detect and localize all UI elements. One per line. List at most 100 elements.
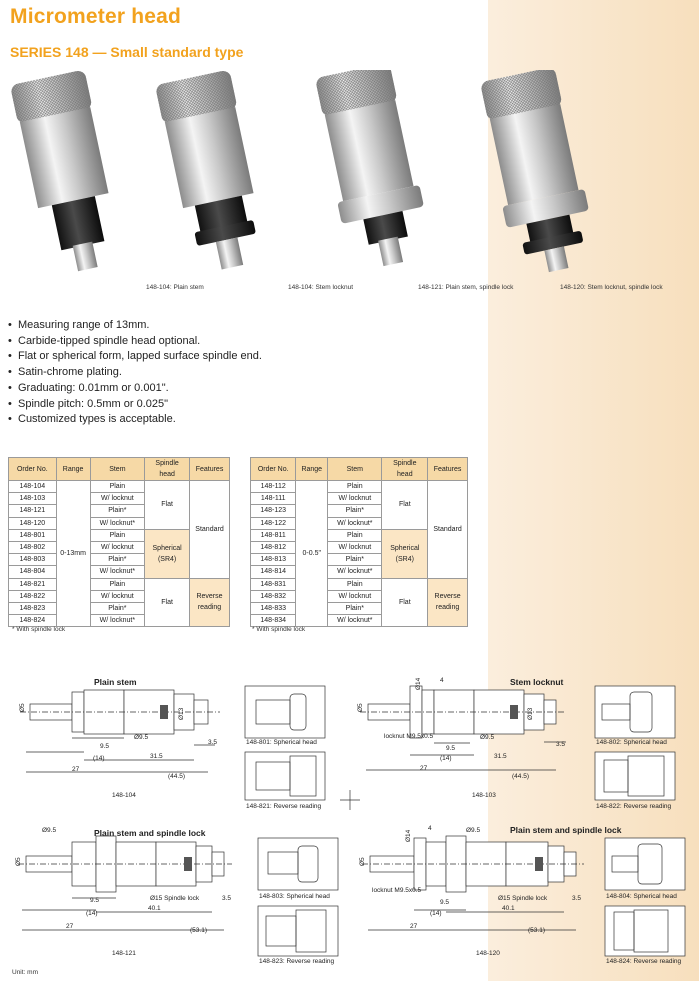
drawing-model: 148-120 bbox=[476, 950, 500, 957]
dim-text: 27 bbox=[66, 923, 74, 930]
micrometer-photo-3 bbox=[316, 70, 424, 267]
dim-text: Ø5 bbox=[19, 703, 26, 712]
feature-item: Flat or spherical form, lapped surface s… bbox=[8, 349, 262, 365]
dim-text: (53.1) bbox=[190, 927, 207, 934]
variant-823-reverse bbox=[257, 905, 339, 957]
dim-text: Ø14 bbox=[405, 829, 412, 842]
micrometer-photo-1 bbox=[11, 70, 109, 272]
header-stem: Stem bbox=[327, 457, 383, 481]
drawing-title-plain-stem-lock: Plain stem and spindle lock bbox=[94, 828, 206, 838]
variant-caption: 148-801: Spherical head bbox=[246, 739, 317, 746]
photo-caption-4: 148-120: Stem locknut, spindle lock bbox=[560, 284, 663, 291]
header-features: Features bbox=[427, 457, 468, 481]
dim-text: (14) bbox=[430, 910, 442, 917]
dim-text: Ø5 bbox=[359, 857, 366, 866]
dim-text: Ø13 bbox=[178, 707, 185, 720]
header-range: Range bbox=[55, 457, 91, 481]
dim-text: 40.1 bbox=[148, 905, 161, 912]
dim-text: 4 bbox=[428, 825, 432, 832]
variant-caption: 148-802: Spherical head bbox=[596, 739, 667, 746]
header-head: Spindle head bbox=[144, 457, 191, 481]
header-range: Range bbox=[295, 457, 329, 481]
drawing-plain-stem-lock bbox=[18, 835, 232, 931]
header-head: Spindle head bbox=[381, 457, 429, 481]
feature-item: Customized types is acceptable. bbox=[8, 412, 262, 428]
dim-text: 3.5 bbox=[572, 895, 581, 902]
variant-824-reverse bbox=[604, 905, 686, 957]
feature-item: Measuring range of 13mm. bbox=[8, 318, 262, 334]
page-subtitle: SERIES 148 — Small standard type bbox=[10, 44, 244, 60]
feature-item: Graduating: 0.01mm or 0.001". bbox=[8, 381, 262, 397]
dim-text: 31.5 bbox=[494, 753, 507, 760]
header-features: Features bbox=[189, 457, 230, 481]
spec-table-inch: Order No. Range Stem Spindle head Featur… bbox=[249, 457, 468, 628]
dim-text: 27 bbox=[72, 766, 80, 773]
variant-803-head bbox=[257, 837, 339, 891]
dim-text: (44.5) bbox=[512, 773, 529, 780]
dim-text: 4 bbox=[440, 677, 444, 684]
dim-text: 9.5 bbox=[440, 899, 449, 906]
feature-list: Measuring range of 13mm. Carbide-tipped … bbox=[8, 318, 262, 428]
variant-802-head bbox=[594, 685, 676, 739]
dim-text: Ø15 Spindle lock bbox=[150, 895, 200, 902]
drawing-title-stem-locknut: Stem locknut bbox=[510, 677, 564, 687]
dim-text: 3.5 bbox=[222, 895, 231, 902]
photo-caption-1: 148-104: Plain stem bbox=[146, 284, 204, 291]
dim-text: (14) bbox=[440, 755, 452, 762]
dim-text: Ø5 bbox=[357, 703, 364, 712]
dim-text: 9.5 bbox=[446, 745, 455, 752]
variant-801-head bbox=[244, 685, 326, 739]
dim-text: 9.5 bbox=[100, 743, 109, 750]
drawing-stem-locknut bbox=[360, 685, 566, 771]
dim-text: locknut M9.5x0.5 bbox=[372, 887, 422, 894]
photo-caption-3: 148-121: Plain stem, spindle lock bbox=[418, 284, 514, 291]
drawing-stem-locknut-lock bbox=[362, 835, 584, 931]
dim-text: 31.5 bbox=[150, 753, 163, 760]
dim-text: 27 bbox=[410, 923, 418, 930]
variant-caption: 148-822: Reverse reading bbox=[596, 803, 672, 810]
dim-text: 40.1 bbox=[502, 905, 515, 912]
footnote-right: * With spindle lock bbox=[252, 626, 306, 633]
table-header-row: Order No. Range Stem Spindle head Featur… bbox=[8, 457, 230, 481]
dim-text: Ø9.5 bbox=[134, 734, 148, 741]
header-stem: Stem bbox=[89, 457, 146, 481]
dim-text: (53.1) bbox=[528, 927, 545, 934]
dim-text: Ø9.5 bbox=[480, 734, 494, 741]
page-title: Micrometer head bbox=[10, 5, 182, 28]
variant-821-reverse bbox=[244, 751, 326, 801]
drawing-plain-stem bbox=[20, 689, 220, 773]
dim-text: 3.5 bbox=[208, 739, 217, 746]
variant-caption: 148-803: Spherical head bbox=[259, 893, 330, 900]
dim-text: 27 bbox=[420, 765, 428, 772]
variant-caption: 148-821: Reverse reading bbox=[246, 803, 322, 810]
dim-text: (14) bbox=[93, 755, 105, 762]
feature-item: Carbide-tipped spindle head optional. bbox=[8, 334, 262, 350]
drawing-model: 148-104 bbox=[112, 792, 136, 799]
photo-caption-2: 148-104: Stem locknut bbox=[288, 284, 354, 291]
drawing-title-stem-locknut-lock: Plain stem and spindle lock bbox=[510, 825, 622, 835]
drawing-title-plain-stem: Plain stem bbox=[94, 677, 137, 687]
dim-text: (14) bbox=[86, 910, 98, 917]
feature-item: Satin-chrome plating. bbox=[8, 365, 262, 381]
spec-table-metric: Order No. Range Stem Spindle head Featur… bbox=[8, 457, 230, 628]
dim-text: 9.5 bbox=[90, 897, 99, 904]
dim-text: locknut M9.5x0.5 bbox=[384, 733, 434, 740]
feature-item: Spindle pitch: 0.5mm or 0.025" bbox=[8, 397, 262, 413]
footnote-left: * With spindle lock bbox=[12, 626, 66, 633]
variant-804-head bbox=[604, 837, 686, 891]
product-photos bbox=[11, 70, 589, 273]
drawing-model: 148-103 bbox=[472, 792, 496, 799]
